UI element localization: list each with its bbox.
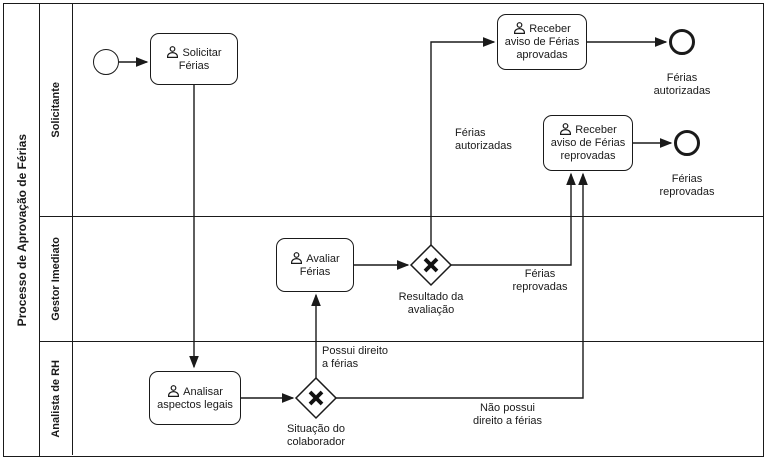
label-end-ferias-reprovadas: Férias reprovadas bbox=[659, 173, 715, 198]
lane-label-cell: Solicitante bbox=[40, 4, 73, 216]
task-receber-aviso-ferias-aprovadas[interactable]: Receber aviso de Férias aprovadas bbox=[497, 14, 587, 70]
task-receber-aviso-ferias-reprovadas[interactable]: Receber aviso de Férias reprovadas bbox=[543, 115, 633, 171]
exclusive-gateway-x-icon bbox=[308, 390, 324, 406]
user-task-icon bbox=[291, 251, 303, 264]
task-label: Analisar aspectos legais bbox=[157, 385, 233, 411]
lane-label-cell: Gestor Imediato bbox=[40, 217, 73, 341]
user-task-icon bbox=[514, 22, 526, 34]
pool-processo-aprovacao-ferias: Processo de Aprovação de Férias Solicita… bbox=[3, 3, 764, 457]
flow-ferias-reprovadas bbox=[451, 172, 576, 266]
exclusive-gateway-x-icon bbox=[423, 257, 439, 273]
lane-gestor-imediato: Gestor Imediato bbox=[40, 216, 763, 341]
task-solicitar-ferias[interactable]: Solicitar Férias bbox=[150, 33, 238, 85]
label-gateway-resultado-avaliacao: Resultado da avaliação bbox=[398, 291, 464, 316]
end-event-ferias-autorizadas[interactable] bbox=[669, 29, 695, 55]
task-label: Avaliar Férias bbox=[299, 252, 340, 278]
task-avaliar-ferias[interactable]: Avaliar Férias bbox=[276, 238, 354, 292]
gateway-resultado-avaliacao[interactable] bbox=[409, 243, 453, 287]
pool-title-band: Processo de Aprovação de Férias bbox=[4, 4, 40, 456]
label-flow-ferias-autorizadas: Férias autorizadas bbox=[455, 127, 512, 152]
label-flow-possui-direito: Possui direito a férias bbox=[322, 345, 389, 370]
label-flow-nao-possui-direito: Não possui direito a férias bbox=[472, 402, 543, 427]
start-event[interactable] bbox=[93, 49, 119, 75]
end-event-ferias-reprovadas[interactable] bbox=[674, 130, 700, 156]
user-task-icon bbox=[167, 45, 179, 58]
lane-solicitante: Solicitante bbox=[40, 4, 763, 216]
task-label: Solicitar Férias bbox=[178, 46, 222, 72]
gateway-situacao-colaborador[interactable] bbox=[294, 376, 338, 420]
label-gateway-situacao-colaborador: Situação do colaborador bbox=[286, 423, 346, 448]
task-label: Receber aviso de Férias aprovadas bbox=[504, 23, 580, 61]
task-analisar-aspectos-legais[interactable]: Analisar aspectos legais bbox=[149, 371, 241, 425]
flow-nao-possui-direito bbox=[336, 172, 588, 399]
task-label: Receber aviso de Férias reprovadas bbox=[550, 124, 626, 162]
label-end-ferias-autorizadas: Férias autorizadas bbox=[653, 72, 711, 97]
lane-analista-rh: Analista de RH bbox=[40, 341, 763, 455]
label-flow-ferias-reprovadas: Férias reprovadas bbox=[512, 268, 568, 293]
user-task-icon bbox=[168, 384, 180, 397]
lane-label-cell: Analista de RH bbox=[40, 342, 73, 455]
user-task-icon bbox=[560, 123, 572, 135]
flow-ferias-autorizadas bbox=[430, 37, 496, 245]
